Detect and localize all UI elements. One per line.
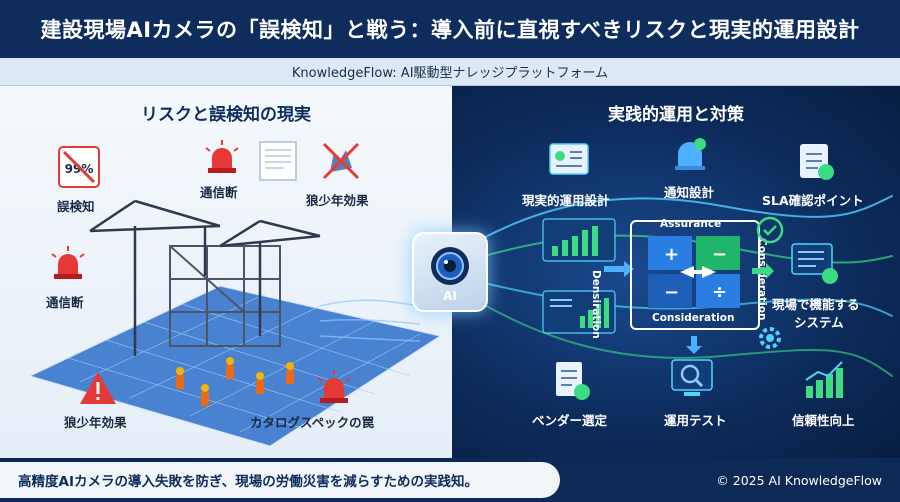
label-comm-loss-top: 通信断 [200, 185, 238, 200]
matrix-top-label: Assurance [660, 218, 722, 230]
risk-heading: リスクと誤検知の現実 [141, 105, 311, 125]
report-chart-icon [542, 290, 616, 334]
check-badge-icon [756, 216, 784, 244]
strategy-matrix [630, 220, 760, 330]
label-catalog-trap: カタログスペックの罠 [250, 415, 375, 430]
risk-panel: リスクと誤検知の現実 [0, 86, 452, 458]
vendor-doc-icon [556, 362, 590, 400]
divide-glyph: ÷ [712, 282, 727, 303]
label-comm-loss-left: 通信断 [46, 295, 84, 310]
matrix-bottom-label: Consideration [652, 312, 735, 324]
label-notification-design: 通知設計 [664, 185, 715, 200]
label-operation-test: 運用テスト [664, 413, 727, 428]
test-monitor-icon [671, 359, 713, 396]
label-sla-points: SLA確認ポイント [762, 193, 864, 208]
ai-camera: AI [412, 232, 488, 312]
siren-left-icon [51, 246, 85, 279]
siren-bottom-icon [317, 370, 351, 403]
minus-glyph-2: − [664, 282, 679, 303]
bell-icon [675, 138, 706, 170]
arrow-right-icon [604, 261, 634, 277]
countermeasure-heading: 実践的運用と対策 [608, 105, 744, 125]
brand-subtitle: KnowledgeFlow: AI駆動型ナレッジプラットフォーム [0, 58, 900, 86]
siren-icon [205, 140, 239, 173]
copyright: © 2025 AI KnowledgeFlow [716, 472, 882, 488]
countermeasure-panel: 実践的運用と対策 現実的運用設計 通知設計 SLA確認ポイント [452, 86, 900, 458]
page-title: 建設現場AIカメラの「誤検知」と戦う：導入前に直視すべきリスクと現実的運用設計 [0, 0, 900, 58]
label-boy-wolf-top: 狼少年効果 [306, 193, 369, 208]
warning-icon [80, 372, 116, 404]
checklist-icon [800, 144, 834, 180]
label-vendor-selection: ベンダー選定 [532, 413, 608, 428]
dashboard-icon [549, 143, 589, 175]
matrix-left-label: Densiration [590, 270, 602, 339]
plus-glyph: + [664, 244, 679, 265]
bar-chart-icon [542, 218, 616, 262]
ai-label: AI [443, 289, 457, 303]
system-monitor-icon [791, 243, 838, 284]
document-icon [259, 141, 297, 181]
growth-chart-icon [805, 361, 843, 398]
camera-lens-icon [431, 247, 469, 285]
minus-glyph: − [712, 244, 727, 265]
gear-icon [759, 327, 781, 349]
label-reliability: 信頼性向上 [792, 413, 855, 428]
label-working-system-1: 現場で機能する [772, 297, 860, 312]
footer-tagline: 高精度AIカメラの導入失敗を防ぎ、現場の労働災害を減らすための実践知。 [0, 462, 560, 498]
matrix-right-label: Consideration [756, 238, 768, 321]
footer: 高精度AIカメラの導入失敗を防ぎ、現場の労働災害を減らすための実践知。 © 20… [0, 458, 900, 502]
wolf-icon [322, 142, 360, 180]
no-accuracy-icon: 99% [58, 146, 100, 188]
matrix-grid: + − − ÷ [648, 236, 740, 308]
construction-site-illustration [28, 199, 442, 447]
label-boy-wolf-bottom: 狼少年効果 [64, 415, 127, 430]
arrow-down-icon [686, 336, 702, 354]
label-realistic-design: 現実的運用設計 [522, 193, 610, 208]
label-false-detection: 誤検知 [57, 199, 95, 214]
label-working-system-2: システム [794, 315, 844, 330]
arrow-right-2-icon [752, 263, 774, 279]
